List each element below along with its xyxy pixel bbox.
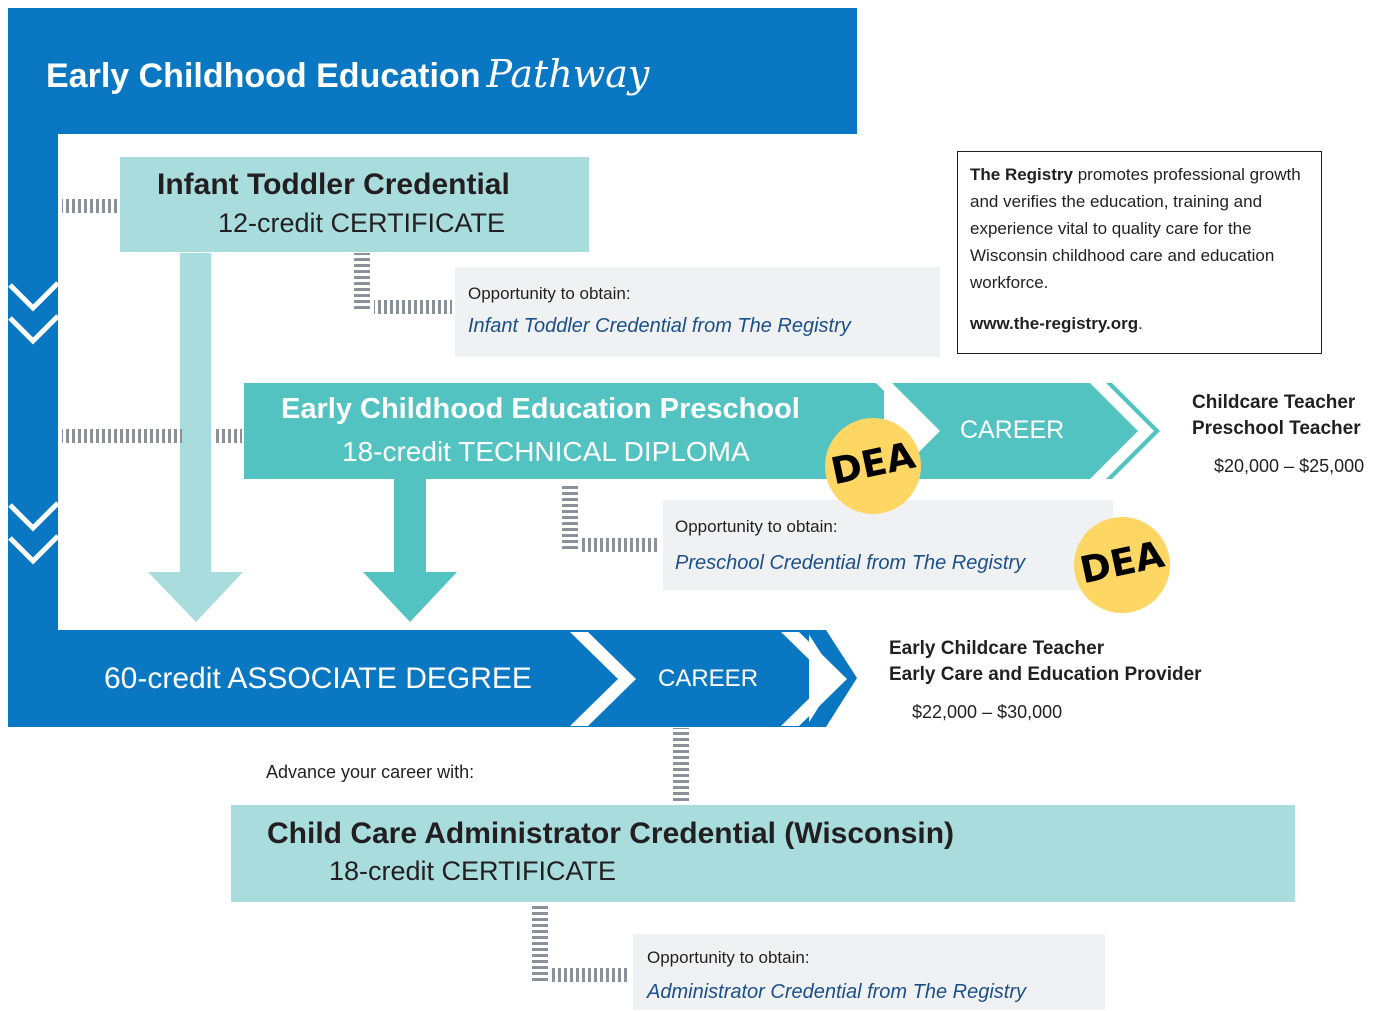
preschool-credits: 18-credit TECHNICAL DIPLOMA [342,436,750,467]
associate-chevrons [570,632,847,726]
preschool-note-dea-badge: DEA [1074,517,1170,613]
dotted-connectors [62,199,689,983]
dea-badge-label: DEA [827,433,919,494]
title-main: Early Childhood Education [46,57,481,95]
preschool-arrow-head [363,572,457,622]
registry-description: The Registry promotes professional growt… [970,161,1309,296]
job-title: Childcare Teacher [1192,392,1356,413]
preschool-box [244,383,884,479]
admin-note: Opportunity to obtain: Administrator Cre… [647,948,1026,1004]
preschool-note-credential: Preschool Credential from The Registry [675,552,1026,574]
infant-toddler-box [120,157,589,252]
admin-credential-name: Child Care Administrator Credential (Wis… [267,817,955,850]
infant-toddler-credits: 12-credit CERTIFICATE [218,208,506,238]
admin-note-box [633,934,1105,1010]
title-script: Pathway [486,52,650,96]
preschool-name: Early Childhood Education Preschool [281,393,800,425]
preschool-career-arrow [880,383,1160,479]
associate-credits: 60-credit ASSOCIATE DEGREE [104,662,532,695]
preschool-salary: $20,000 – $25,000 [1214,456,1365,476]
left-bar-chevrons [8,281,60,565]
registry-url-line: www.the-registry.org. [970,310,1309,337]
infant-arrow-head [148,572,243,622]
preschool-dea-badge: DEA [825,418,921,514]
admin-box [231,805,1295,902]
infant-arrow-shaft [180,253,211,573]
registry-url[interactable]: www.the-registry.org [970,314,1139,333]
infant-note-box [455,267,940,357]
registry-name: The Registry [970,165,1073,184]
associate-jobs: Early Childcare Teacher Early Care and E… [889,636,1202,688]
preschool-arrow-shaft [394,479,426,574]
preschool-note-label: Opportunity to obtain: [675,517,838,536]
registry-url-suffix: . [1138,314,1143,333]
advance-label: Advance your career with: [266,762,475,782]
preschool-note-box [663,500,1113,590]
job-title: Early Childcare Teacher [889,638,1105,659]
admin-note-credential: Administrator Credential from The Regist… [647,981,1027,1003]
dea-badge-label: DEA [1076,532,1168,593]
admin-credential-credits: 18-credit CERTIFICATE [329,856,617,886]
infant-note-credential: Infant Toddler Credential from The Regis… [468,315,851,337]
job-title: Early Care and Education Provider [889,664,1202,685]
infant-note: Opportunity to obtain: Infant Toddler Cr… [468,284,851,338]
registry-text: promotes professional growth and verifie… [970,165,1301,292]
preschool-career-label: CAREER [960,416,1065,444]
preschool-note: Opportunity to obtain: Preschool Credent… [675,517,1025,575]
associate-career-label: CAREER [658,665,759,692]
preschool-jobs: Childcare Teacher Preschool Teacher [1192,390,1361,442]
admin-note-label: Opportunity to obtain: [647,948,810,967]
infant-toddler-name: Infant Toddler Credential [157,168,510,201]
registry-info-box: The Registry promotes professional growt… [957,151,1322,354]
pathway-frame [8,8,857,727]
associate-salary: $22,000 – $30,000 [912,702,1063,722]
job-title: Preschool Teacher [1192,418,1361,439]
infant-note-label: Opportunity to obtain: [468,284,631,303]
